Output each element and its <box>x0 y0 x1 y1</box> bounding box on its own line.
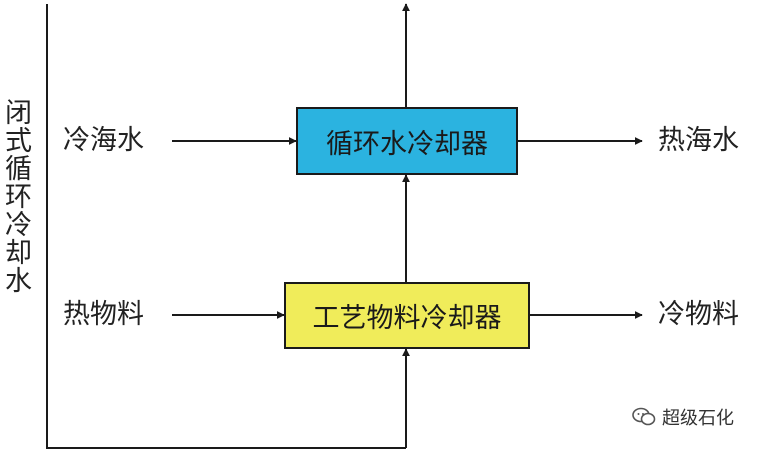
process-material-cooler-box: 工艺物料冷却器 <box>284 282 530 349</box>
cold-seawater-label: 冷海水 <box>63 125 144 156</box>
closed-cooling-water-label: 闭式循环冷却水 <box>0 98 31 294</box>
watermark: 超级石化 <box>632 404 734 430</box>
cold-material-label: 冷物料 <box>658 299 739 330</box>
circulating-water-cooler-box: 循环水冷却器 <box>296 107 518 175</box>
process-material-cooler-label: 工艺物料冷却器 <box>312 303 502 334</box>
circulating-water-cooler-label: 循环水冷却器 <box>326 128 488 160</box>
wechat-icon <box>632 407 656 426</box>
loop-line <box>46 4 406 449</box>
watermark-text: 超级石化 <box>662 408 734 429</box>
hot-material-label: 热物料 <box>63 299 144 330</box>
hot-seawater-label: 热海水 <box>658 125 739 156</box>
